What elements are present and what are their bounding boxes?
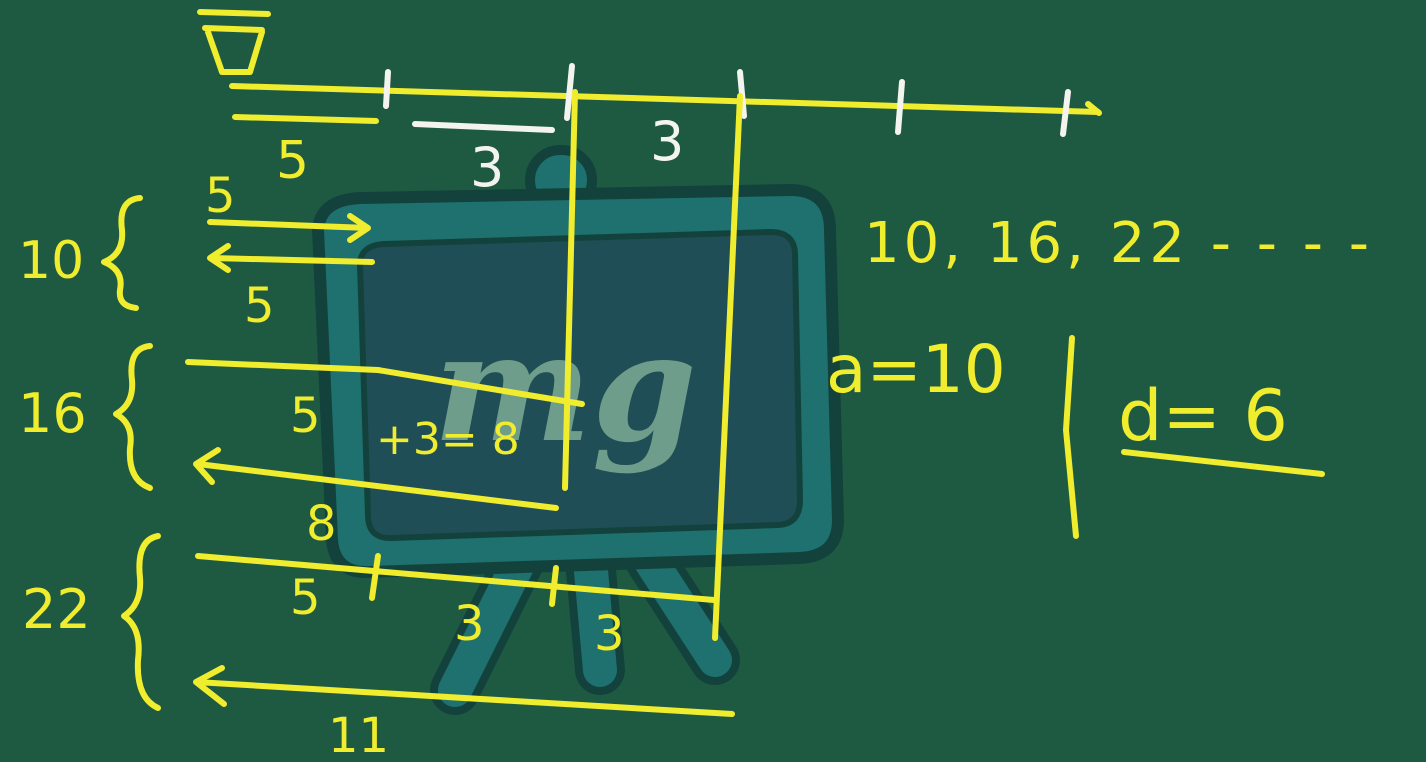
equation-5-plus-3: +3= 8 <box>376 414 520 465</box>
segment-label-5: 5 <box>276 131 309 191</box>
arrow-label-5-top: 5 <box>205 168 236 224</box>
d-value: d= 6 <box>1118 375 1288 457</box>
arrow-label-5-bottom: 5 <box>244 278 275 334</box>
sequence-text: 10, 16, 22 - - - - <box>864 211 1373 276</box>
arrow-label-3-row3-second: 3 <box>594 606 625 662</box>
brace-22 <box>121 533 161 711</box>
row-10: 10 5 5 <box>18 168 375 334</box>
arrow-label-3-row3-first: 3 <box>454 596 485 652</box>
watermark-logo: mg <box>311 145 845 715</box>
d-underline <box>1121 449 1325 477</box>
left-label-22: 22 <box>22 578 91 641</box>
arrow-label-8: 8 <box>306 496 337 552</box>
segment-label-3-first: 3 <box>470 136 504 199</box>
row-22: 22 5 3 3 11 <box>22 533 735 762</box>
divider-line <box>1063 335 1079 539</box>
number-line-labels: 5 3 3 <box>276 110 684 199</box>
brace-10 <box>101 195 143 311</box>
left-label-16: 16 <box>18 382 87 445</box>
segment-label-3-second: 3 <box>650 110 684 173</box>
row-16: 16 5 +3= 8 8 <box>18 343 585 552</box>
arrow-label-5-mid: 5 <box>290 388 321 444</box>
results-area: 10, 16, 22 - - - - a=10 d= 6 <box>826 211 1373 539</box>
left-label-10: 10 <box>18 231 84 291</box>
a-value: a=10 <box>826 331 1006 408</box>
number-line <box>197 9 1102 641</box>
arrow-label-11: 11 <box>328 708 389 762</box>
brace-16 <box>113 343 153 491</box>
arrow-label-5-row3: 5 <box>290 570 321 626</box>
